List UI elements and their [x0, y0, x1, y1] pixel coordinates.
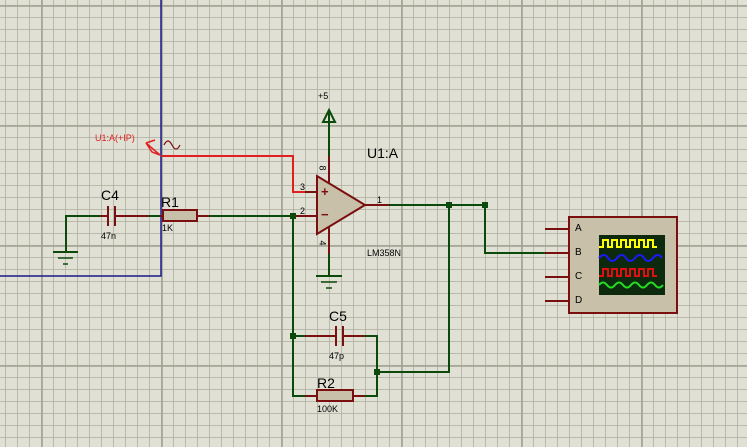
opamp-ref: U1:A [367, 145, 399, 161]
c5-value: 47p [329, 351, 345, 361]
probe-wire [161, 155, 305, 193]
feedback-wire [377, 205, 450, 373]
probe-label: U1:A(+IP) [95, 133, 135, 143]
opamp-part: LM358N [367, 248, 402, 258]
pin-3: 3 [300, 182, 306, 192]
capacitor-c4[interactable] [100, 206, 148, 226]
power-terminal-icon [321, 107, 337, 156]
resistor-r2[interactable] [305, 389, 365, 402]
r2-ref: R2 [317, 375, 335, 391]
power-label: +5 [318, 91, 329, 101]
opamp-u1a[interactable] [293, 156, 389, 254]
c4-value: 47n [101, 231, 117, 241]
capacitor-c5[interactable] [305, 326, 365, 346]
junction-dots [290, 202, 488, 375]
scope-channel-a: A [575, 223, 582, 234]
pin-4: 4 [317, 240, 328, 246]
r1-ref: R1 [161, 194, 179, 210]
output-wire [389, 204, 545, 254]
scope-channel-d: D [575, 295, 583, 306]
r1-value: 1K [162, 223, 174, 233]
ground-symbol-opamp [316, 254, 342, 289]
scope-channel-c: C [575, 271, 583, 282]
c5-ref: C5 [329, 308, 347, 324]
plus-sign: + [321, 184, 329, 199]
voltage-probe-icon[interactable] [145, 139, 181, 156]
pin-1: 1 [377, 195, 383, 205]
resistor-r1[interactable] [160, 209, 209, 222]
pin-2: 2 [300, 206, 306, 216]
r2-value: 100K [317, 404, 339, 414]
oscilloscope[interactable] [545, 216, 678, 314]
sheet-border [0, 0, 162, 277]
feedback-wire-left [292, 216, 305, 397]
c4-ref: C4 [101, 187, 119, 203]
ground-symbol-left [53, 215, 100, 265]
scope-channel-b: B [575, 247, 582, 258]
wire [365, 335, 378, 397]
minus-sign: − [321, 207, 329, 222]
pin-8: 8 [317, 165, 328, 171]
